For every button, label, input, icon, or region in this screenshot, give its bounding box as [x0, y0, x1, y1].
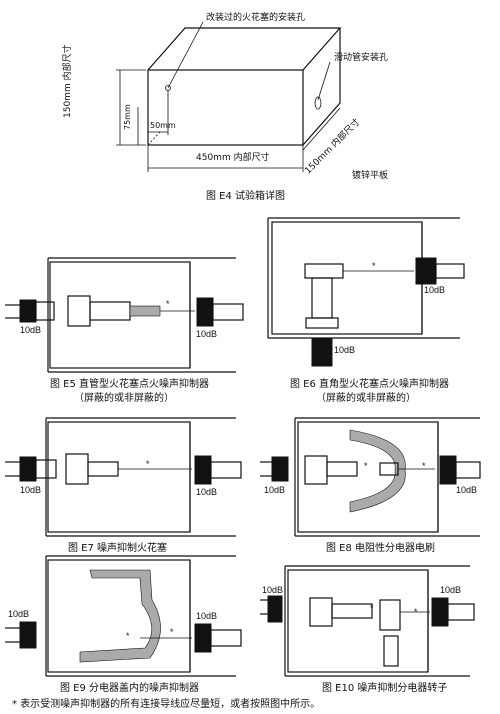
fig-e9-left-db: 10dB	[8, 609, 30, 619]
fig-e5-left-db: 10dB	[20, 325, 42, 335]
fig-e4-test-box	[116, 21, 342, 172]
fig-e9-drawing	[5, 555, 242, 677]
fig-e6-drawing	[267, 217, 465, 367]
fig-e6-caption-line1: 图 E6 直角型火花塞点火噪声抑制器	[290, 379, 450, 390]
fig-e8-star-1: *	[364, 461, 368, 471]
fig-e9-right-db: 10dB	[196, 611, 218, 621]
footnote: * 表示受测噪声抑制器的所有连接导线应尽量短，或者按照图中所示。	[12, 699, 321, 710]
fig-e4-rheostat-hole-label: 滑动管安装孔	[334, 53, 389, 63]
fig-e10-drawing	[260, 565, 475, 677]
fig-e6-caption-line2: （屏蔽的或非屏蔽的）	[316, 393, 416, 404]
fig-e5-caption-line2: （屏蔽的或非屏蔽的）	[74, 393, 174, 404]
fig-e4-caption: 图 E4 试验箱详图	[206, 191, 286, 202]
fig-e6-star: *	[372, 261, 376, 271]
fig-e8-caption: 图 E8 电阻性分电器电刷	[326, 543, 436, 554]
fig-e8-left-db: 10dB	[264, 485, 286, 495]
fig-e8-right-db: 10dB	[456, 485, 478, 495]
fig-e6-bottom-db: 10dB	[334, 345, 356, 355]
fig-e10-right-db: 10dB	[440, 585, 462, 595]
fig-e7-drawing	[5, 417, 242, 537]
fig-e5-right-db: 10dB	[196, 329, 218, 339]
fig-e9-star-2: *	[170, 627, 174, 637]
fig-e7-star: *	[146, 459, 150, 469]
fig-e7-left-db: 10dB	[20, 485, 42, 495]
fig-e5-drawing	[5, 257, 244, 373]
fig-e4-75-label: 75mm	[123, 104, 132, 130]
fig-e7-caption: 图 E7 噪声抑制火花塞	[68, 543, 168, 554]
fig-e4-spark-hole-label: 改装过的火花塞的安装孔	[206, 13, 306, 23]
fig-e9-caption: 图 E9 分电器盖内的噪声抑制器	[60, 683, 200, 694]
fig-e5-star: *	[166, 299, 170, 309]
fig-e8-drawing	[260, 417, 481, 537]
fig-e4-50-label: 50mm	[150, 121, 176, 130]
fig-e4-plate-label: 镀锌平板	[352, 171, 389, 181]
fig-e7-right-db: 10dB	[196, 487, 218, 497]
fig-e6-right-db: 10dB	[424, 285, 446, 295]
fig-e10-caption: 图 E10 噪声抑制分电器转子	[322, 683, 448, 694]
fig-e5-caption-line1: 图 E5 直管型火花塞点火噪声抑制器	[50, 379, 210, 390]
fig-e10-star-2: *	[414, 607, 418, 617]
fig-e4-width-label: 450mm 内部尺寸	[196, 153, 270, 163]
fig-e8-star-2: *	[422, 461, 426, 471]
fig-e10-star-1: *	[370, 603, 374, 613]
fig-e9-star-1: *	[126, 631, 130, 641]
fig-e10-left-db: 10dB	[262, 585, 284, 595]
fig-e4-height-label: 150mm 内部尺寸	[63, 44, 73, 118]
